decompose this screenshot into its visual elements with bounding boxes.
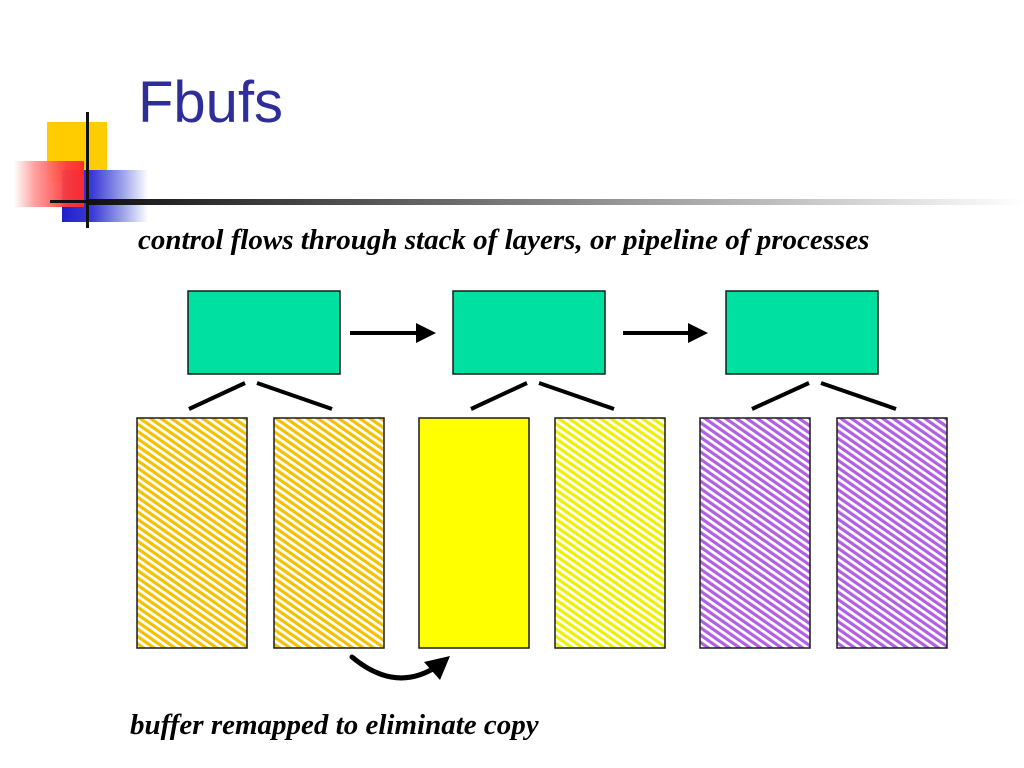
page-title: Fbufs bbox=[138, 70, 284, 135]
caption: buffer remapped to eliminate copy bbox=[130, 709, 539, 741]
buffer-5 bbox=[699, 417, 811, 649]
logo-icon bbox=[0, 0, 160, 240]
process-box-2 bbox=[452, 290, 606, 375]
connector-process-3 bbox=[751, 381, 897, 411]
remap-arrow bbox=[349, 654, 450, 681]
flow-arrow-1 bbox=[350, 323, 436, 343]
process-box-3 bbox=[725, 290, 879, 375]
buffer-3 bbox=[418, 417, 530, 649]
subtitle: control flows through stack of layers, o… bbox=[138, 224, 870, 256]
buffer-2 bbox=[273, 417, 385, 649]
buffer-4 bbox=[554, 417, 666, 649]
title-underline bbox=[88, 199, 1024, 205]
logo-red-square bbox=[14, 161, 84, 207]
buffer-1 bbox=[136, 417, 248, 649]
logo-vertical-line bbox=[86, 112, 89, 228]
process-box-1 bbox=[187, 290, 341, 375]
connector-process-2 bbox=[470, 381, 615, 411]
buffer-6 bbox=[836, 417, 948, 649]
flow-arrow-2 bbox=[623, 323, 708, 343]
connector-process-1 bbox=[188, 381, 333, 411]
